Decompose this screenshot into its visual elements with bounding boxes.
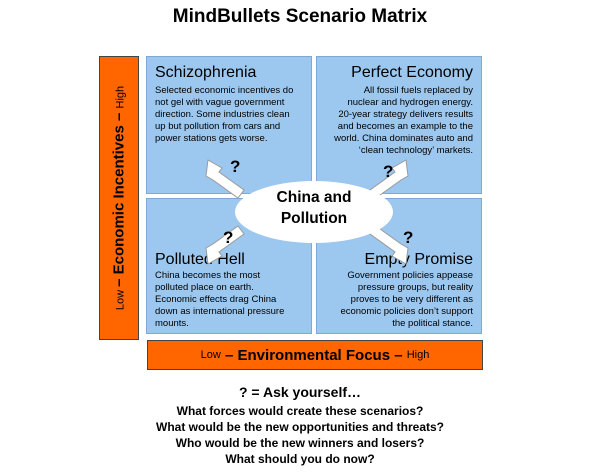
footer-question: Who would be the new winners and losers? [175,436,425,450]
description-line: down as international pressure [155,306,285,317]
description-line: All fossil fuels replaced by [363,85,473,96]
description-line: ‘clean technology’ markets. [358,145,473,156]
x-axis-high: High [406,349,430,361]
quadrant-description: All fossil fuels replaced by nuclear and… [315,85,473,157]
question-mark-perfect-economy: ? [383,162,394,181]
quadrant-description: Government policies appease pressure gro… [315,270,473,330]
description-line: the political stance. [392,318,473,329]
description-line: proves to be very different as [350,294,473,305]
arrow-down-right-icon [369,225,409,265]
description-line: pressure groups, but reality [357,282,473,293]
quadrant-title: Perfect Economy [351,64,473,81]
description-line: not gel with vague government [155,97,285,108]
question-mark-polluted-hell: ? [223,228,234,247]
description-line: polluted place on earth. [155,282,254,293]
quadrant-description: China becomes the most polluted place on… [155,270,313,330]
description-line: 20-year strategy delivers results [338,109,473,120]
x-axis-dash-2: – [394,346,403,364]
description-line: nuclear and hydrogen energy. [347,97,473,108]
footer-heading: ? = Ask yourself… [238,384,362,400]
description-line: up but pollution from cars and [155,121,281,132]
question-mark-schizophrenia: ? [230,157,241,176]
description-line: mounts. [155,318,189,329]
question-mark-empty-promise: ? [403,228,414,247]
description-line: direction. Some industries clean [155,109,290,120]
description-line: and becomes an example to the [337,121,473,132]
quadrant-title: Schizophrenia [155,64,257,81]
description-line: Government policies appease [347,270,473,281]
center-line-1: China and [276,189,352,206]
quadrant-title: Polluted Hell [155,251,245,268]
x-axis-dash-1: – [225,346,234,364]
diagram-title: MindBullets Scenario Matrix [172,6,428,27]
center-ellipse [235,181,393,243]
description-line: Selected economic incentives do [155,85,294,96]
x-axis-low: Low [200,349,221,361]
arrow-down-left-icon [205,225,245,265]
quadrant-description: Selected economic incentives do not gel … [155,85,313,145]
quadrant-title: Empty Promise [364,251,473,268]
description-line: economic policies don’t support [340,306,473,317]
center-label: China and Pollution [234,187,394,229]
economic-incentives-axis: Low – Economic Incentives – High [99,56,139,340]
arrow-up-left-icon [205,159,245,199]
description-line: Economic effects drag China [155,294,277,305]
x-axis-title: Environmental Focus [237,346,391,364]
footer-question: What forces would create these scenarios… [176,404,424,418]
quadrant-schizophrenia: Schizophrenia Selected economic incentiv… [146,56,312,194]
arrow-up-right-icon [369,159,409,199]
description-line: China becomes the most [155,270,261,281]
description-line: world. China dominates auto and [334,133,473,144]
footer-question: What should you do now? [225,452,375,466]
environmental-focus-axis: Low – Environmental Focus – High [147,340,483,370]
description-line: power stations gets worse. [155,133,268,144]
footer-question: What would be the new opportunities and … [156,420,444,434]
center-line-2: Pollution [280,210,348,227]
